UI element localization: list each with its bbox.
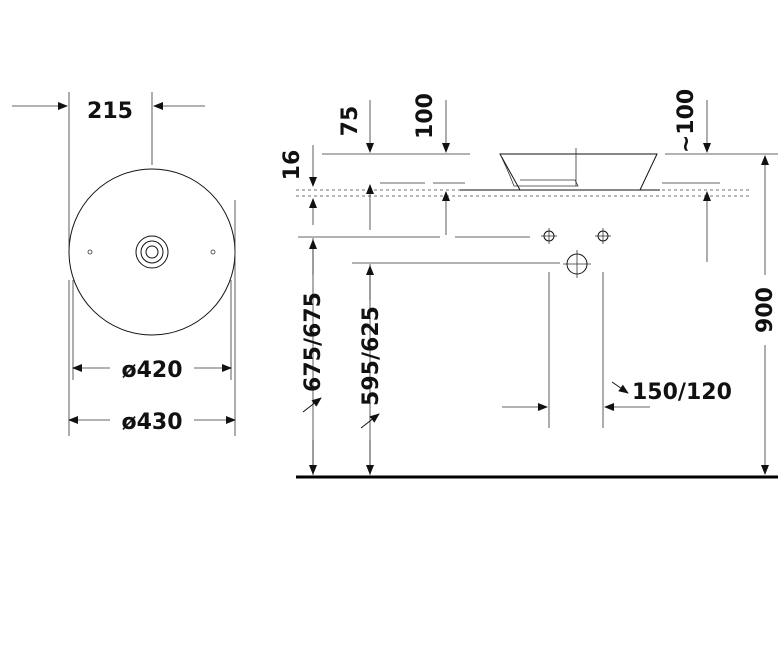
dim-label-430: ø430 (121, 410, 182, 435)
leader-150 (611, 381, 629, 394)
dim-label-215: 215 (87, 99, 133, 124)
dim-label-420: ø420 (121, 358, 182, 383)
side-view: 150/120 16 75 100 ~100 675/675 595/625 9 (280, 89, 778, 479)
leader-595 (360, 413, 380, 429)
mount-hole-right (210, 249, 216, 255)
drain-outer (135, 235, 169, 269)
dim-label-900: 900 (753, 287, 778, 333)
mount-hole-left (87, 249, 93, 255)
dim-label-100: 100 (413, 93, 438, 139)
dim-label-75: 75 (338, 106, 363, 137)
dim-label-595: 595/625 (359, 306, 384, 406)
drain-inner (145, 245, 159, 259)
dim-label-approx100: ~100 (674, 89, 699, 153)
basin-inner-profile (499, 153, 579, 187)
dim-label-16: 16 (280, 150, 305, 181)
drain-middle (140, 240, 164, 264)
basin-outer-rim (68, 168, 236, 336)
leader-675 (302, 397, 322, 413)
basin-profile (499, 153, 658, 191)
dim-label-675: 675/675 (301, 292, 326, 392)
top-view: 215 ø420 ø430 (12, 92, 236, 436)
dim-label-150: 150/120 (632, 380, 732, 405)
